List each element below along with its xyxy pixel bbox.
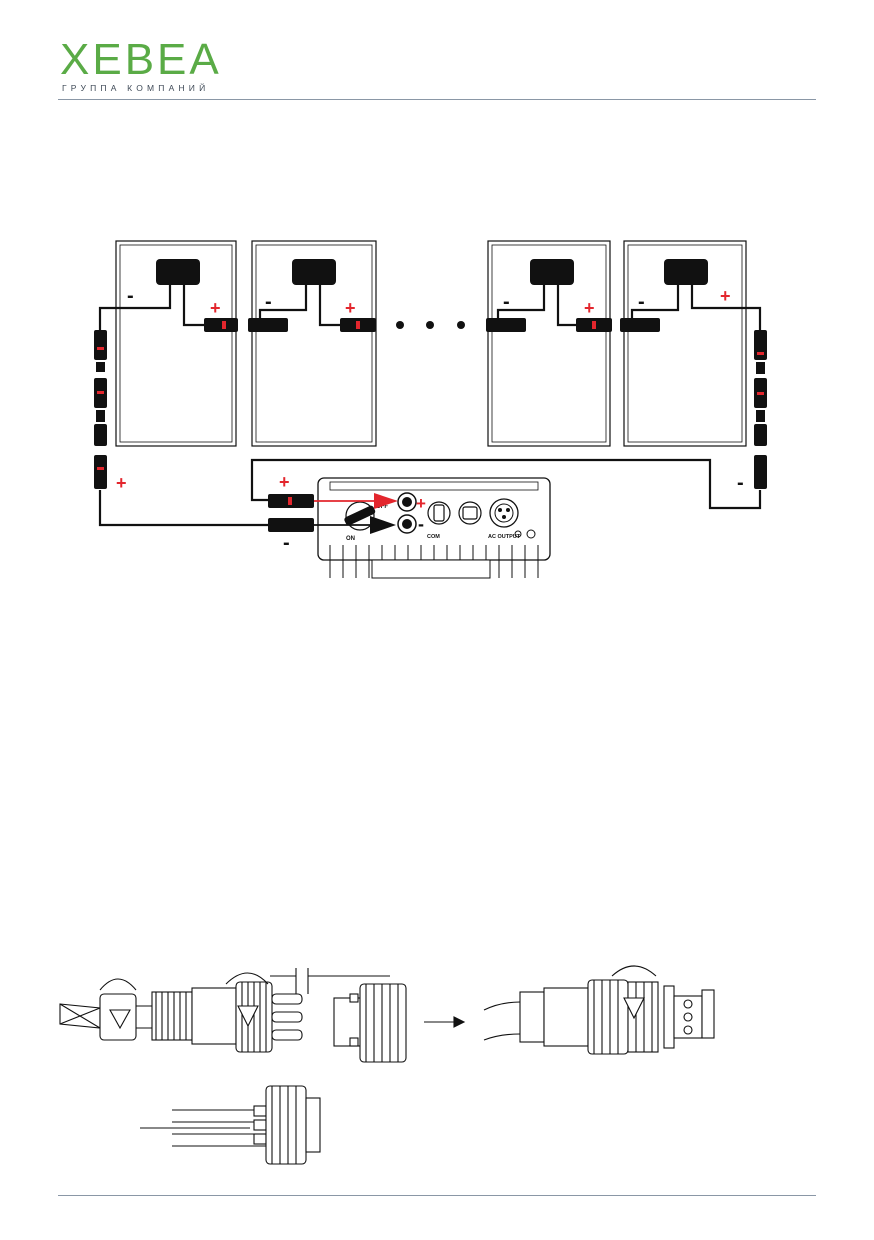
header-divider bbox=[58, 99, 816, 100]
pv-string-wiring-diagram: - + - + - + - + + - + - OFF ON bbox=[94, 240, 767, 579]
polarity-plus: + bbox=[279, 472, 290, 492]
junction-box bbox=[156, 259, 200, 285]
arrow-minus-icon bbox=[370, 516, 396, 534]
ground-icon bbox=[526, 529, 536, 539]
brand-logo: XEBEA ГРУППА КОМПАНИЙ bbox=[60, 38, 222, 93]
panel-cables bbox=[98, 285, 762, 527]
inverter: OFF ON + - COM AC OUTPUT bbox=[317, 477, 551, 579]
polarity-plus: + bbox=[584, 298, 595, 318]
solar-panel-2 bbox=[251, 240, 377, 447]
logo-tagline: ГРУППА КОМПАНИЙ bbox=[62, 82, 209, 93]
polarity-plus: + bbox=[210, 298, 221, 318]
logo-wordmark: XEBEA bbox=[60, 38, 222, 84]
solar-panel-3 bbox=[487, 240, 611, 447]
polarity-minus: - bbox=[265, 291, 272, 313]
polarity-minus: - bbox=[283, 532, 290, 554]
inverter-minus-mark: - bbox=[418, 514, 424, 534]
junction-box bbox=[292, 259, 336, 285]
switch-on-label: ON bbox=[346, 536, 355, 542]
connection-arrows bbox=[314, 493, 398, 534]
ac-output-label: AC OUTPUT bbox=[488, 534, 521, 540]
polarity-plus: + bbox=[116, 473, 127, 493]
solar-panel-4 bbox=[623, 240, 747, 447]
junction-box bbox=[530, 259, 574, 285]
footer-divider bbox=[58, 1195, 816, 1196]
polarity-minus: - bbox=[638, 291, 645, 313]
ac-connector-assembly-diagram bbox=[59, 965, 715, 1165]
inverter-plus-mark: + bbox=[416, 494, 426, 513]
polarity-minus: - bbox=[127, 285, 134, 307]
polarity-plus: + bbox=[345, 298, 356, 318]
polarity-plus: + bbox=[720, 286, 731, 306]
solar-panel-1 bbox=[115, 240, 237, 447]
junction-box bbox=[664, 259, 708, 285]
positive-connector-accents bbox=[97, 321, 764, 505]
switch-off-label: OFF bbox=[376, 504, 388, 510]
polarity-minus: - bbox=[737, 472, 744, 494]
arrow-plus-icon bbox=[374, 493, 398, 509]
ac-output-port bbox=[489, 498, 519, 528]
polarity-minus: - bbox=[503, 291, 510, 313]
aux-port bbox=[458, 501, 482, 525]
com-port-label: COM bbox=[427, 534, 440, 540]
more-panels-ellipsis bbox=[396, 321, 465, 329]
